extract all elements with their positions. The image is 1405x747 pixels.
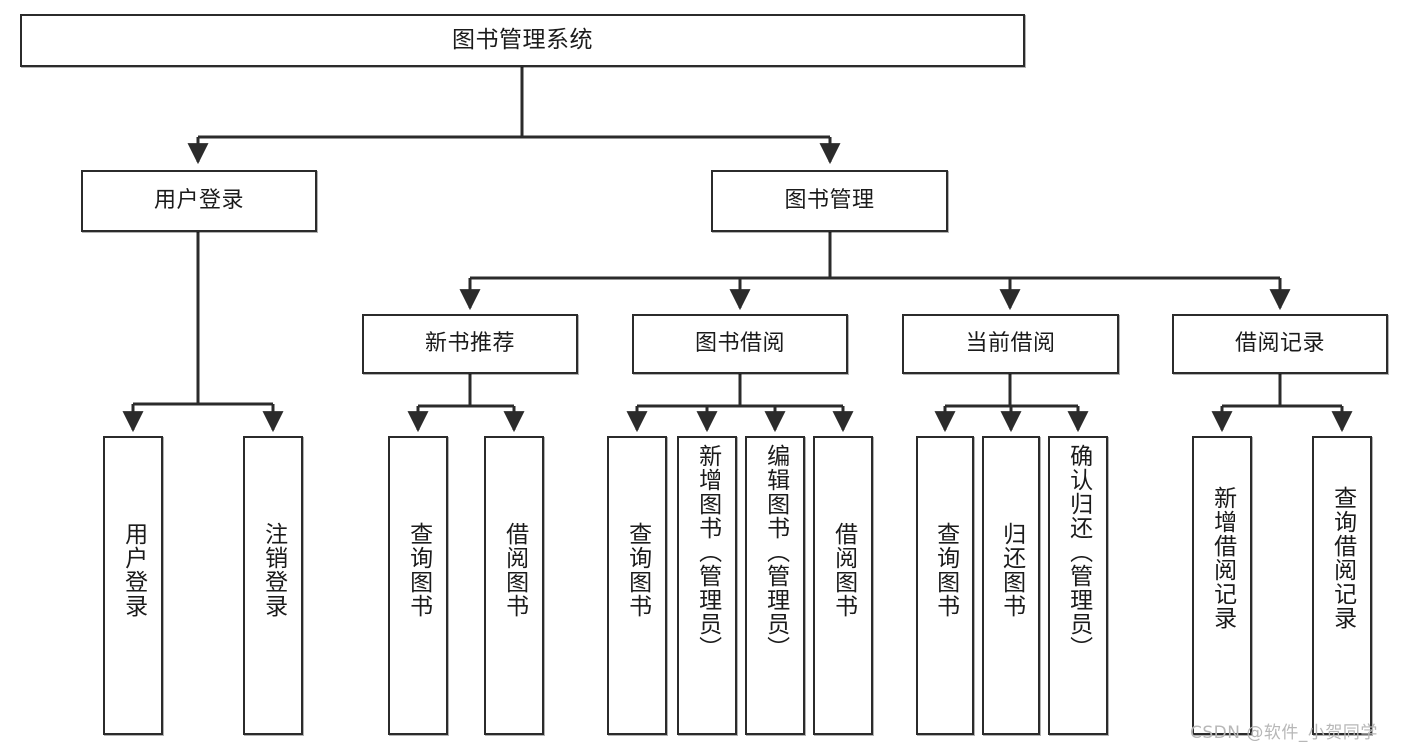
leaf-current-return-book[interactable]: 归还图书 [982, 436, 1040, 735]
node-label: 当前借阅 [965, 330, 1056, 356]
node-label: 确认归还（管理员） [1065, 444, 1092, 660]
leaf-current-query-book[interactable]: 查询图书 [916, 436, 974, 735]
leaf-recommend-query-book[interactable]: 查询图书 [388, 436, 448, 735]
node-label: 图书管理 [784, 187, 875, 213]
leaf-borrow-borrow-book[interactable]: 借阅图书 [813, 436, 873, 735]
node-root-system[interactable]: 图书管理系统 [20, 14, 1025, 67]
node-label: 注销登录 [260, 522, 287, 618]
leaf-record-add-record[interactable]: 新增借阅记录 [1192, 436, 1252, 735]
node-label: 归还图书 [998, 522, 1025, 618]
node-user-login[interactable]: 用户登录 [81, 170, 317, 232]
node-book-borrow[interactable]: 图书借阅 [632, 314, 848, 374]
node-new-book-recommend[interactable]: 新书推荐 [362, 314, 578, 374]
leaf-record-query-record[interactable]: 查询借阅记录 [1312, 436, 1372, 735]
node-label: 用户登录 [120, 522, 147, 618]
node-label: 查询图书 [405, 522, 432, 618]
node-label: 查询图书 [932, 522, 959, 618]
node-label: 编辑图书（管理员） [762, 444, 789, 660]
node-label: 新书推荐 [424, 330, 515, 356]
node-label: 新增借阅记录 [1209, 486, 1236, 630]
leaf-user-login[interactable]: 用户登录 [103, 436, 163, 735]
leaf-borrow-query-book[interactable]: 查询图书 [607, 436, 667, 735]
leaf-recommend-borrow-book[interactable]: 借阅图书 [484, 436, 544, 735]
node-label: 新增图书（管理员） [694, 444, 721, 660]
leaf-user-logout[interactable]: 注销登录 [243, 436, 303, 735]
node-book-management[interactable]: 图书管理 [711, 170, 948, 232]
node-label: 借阅图书 [501, 522, 528, 618]
node-label: 借阅记录 [1234, 330, 1325, 356]
node-current-borrow[interactable]: 当前借阅 [902, 314, 1119, 374]
node-label: 用户登录 [153, 187, 244, 213]
node-label: 查询借阅记录 [1329, 486, 1356, 630]
leaf-current-confirm-return-admin[interactable]: 确认归还（管理员） [1048, 436, 1108, 735]
node-label: 借阅图书 [830, 522, 857, 618]
leaf-borrow-add-book-admin[interactable]: 新增图书（管理员） [677, 436, 737, 735]
node-borrow-record[interactable]: 借阅记录 [1172, 314, 1388, 374]
node-label: 查询图书 [624, 522, 651, 618]
node-label: 图书管理系统 [452, 26, 593, 53]
leaf-borrow-edit-book-admin[interactable]: 编辑图书（管理员） [745, 436, 805, 735]
node-label: 图书借阅 [694, 330, 785, 356]
watermark-csdn: CSDN @软件_小贺同学 [1190, 723, 1378, 743]
